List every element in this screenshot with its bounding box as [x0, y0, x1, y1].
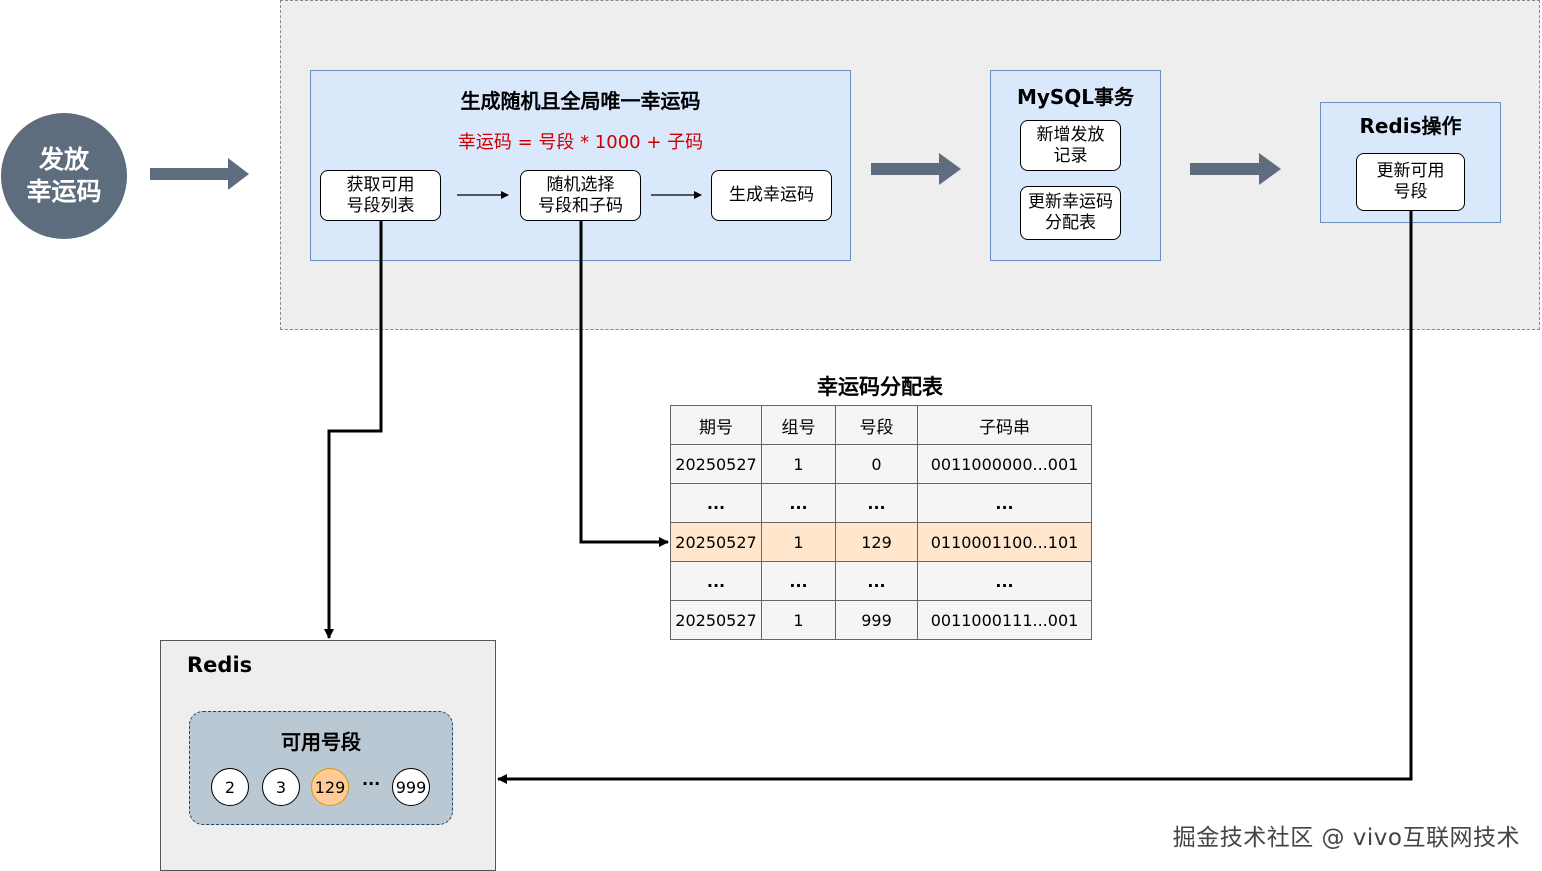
block-arrow-to-redis-op	[1190, 153, 1281, 185]
table-cell: ...	[917, 561, 1092, 601]
segments-ellipsis: ···	[362, 774, 381, 793]
col-header-group: 组号	[761, 405, 836, 445]
table-row: 20250527 1 999 0011000111...001	[670, 600, 1092, 640]
table-cell: ...	[761, 483, 836, 523]
start-node: 发放 幸运码	[1, 113, 127, 239]
table-cell: 20250527	[670, 444, 762, 484]
segment-node: 2	[211, 768, 249, 806]
table-row: ... ... ... ...	[670, 483, 1092, 523]
step-insert-record-label: 新增发放 记录	[1036, 124, 1105, 166]
step-random-select: 随机选择 号段和子码	[520, 170, 641, 221]
col-header-period: 期号	[670, 405, 762, 445]
step-generate-code-label: 生成幸运码	[729, 185, 814, 205]
col-header-segment: 号段	[835, 405, 918, 445]
step-generate-code: 生成幸运码	[711, 170, 832, 221]
redis-store: Redis 可用号段 2 3 129 ··· 999	[160, 640, 496, 871]
block-arrow-to-mysql	[871, 153, 961, 185]
step-get-available-segments: 获取可用 号段列表	[320, 170, 441, 221]
table-cell: 1	[761, 444, 836, 484]
table-cell: 0011000111...001	[917, 600, 1092, 640]
step-random-select-label: 随机选择 号段和子码	[538, 174, 623, 216]
step-get-available-segments-label: 获取可用 号段列表	[346, 174, 415, 216]
table-cell: ...	[670, 483, 762, 523]
table-cell: 20250527	[670, 522, 762, 562]
segment-node: 3	[262, 768, 300, 806]
available-segments-title: 可用号段	[281, 730, 361, 754]
table-cell: 999	[835, 600, 918, 640]
start-label: 发放 幸运码	[26, 145, 102, 206]
alloc-table-header-row: 期号 组号 号段 子码串	[670, 405, 1092, 445]
table-cell: ...	[917, 483, 1092, 523]
segment-node-highlighted: 129	[311, 768, 349, 806]
lucky-code-formula: 幸运码 = 号段 * 1000 + 子码	[457, 132, 704, 153]
segment-node: 999	[392, 768, 430, 806]
panel-generate-title: 生成随机且全局唯一幸运码	[460, 89, 701, 113]
table-row: ... ... ... ...	[670, 561, 1092, 601]
connector-update-to-redis	[497, 211, 1413, 784]
alloc-table-title: 幸运码分配表	[817, 375, 943, 399]
watermark: 掘金技术社区 @ vivo互联网技术	[1172, 825, 1520, 851]
step-update-available-segments-label: 更新可用 号段	[1376, 161, 1445, 202]
block-arrow-start	[150, 158, 249, 190]
table-cell: 1	[761, 522, 836, 562]
step-insert-record: 新增发放 记录	[1020, 120, 1121, 171]
step-update-alloc-table: 更新幸运码 分配表	[1020, 186, 1121, 240]
table-cell: ...	[761, 561, 836, 601]
panel-redis-op-title: Redis操作	[1359, 114, 1462, 138]
table-cell: 0110001100...101	[917, 522, 1092, 562]
connector-get-segments-to-redis	[324, 221, 383, 639]
step-update-alloc-table-label: 更新幸运码 分配表	[1028, 192, 1113, 233]
table-cell: ...	[670, 561, 762, 601]
table-cell: 129	[835, 522, 918, 562]
connector-select-to-table-row	[579, 221, 669, 547]
col-header-subcode-string: 子码串	[917, 405, 1092, 445]
step-update-available-segments: 更新可用 号段	[1356, 153, 1465, 211]
table-cell: 20250527	[670, 600, 762, 640]
available-segments-pool: 可用号段 2 3 129 ··· 999	[189, 711, 453, 825]
panel-mysql-title: MySQL事务	[1016, 85, 1135, 109]
alloc-table: 期号 组号 号段 子码串 20250527 1 0 0011000000...0…	[670, 405, 1092, 640]
table-row-highlighted: 20250527 1 129 0110001100...101	[670, 522, 1092, 562]
redis-store-title: Redis	[187, 653, 253, 677]
